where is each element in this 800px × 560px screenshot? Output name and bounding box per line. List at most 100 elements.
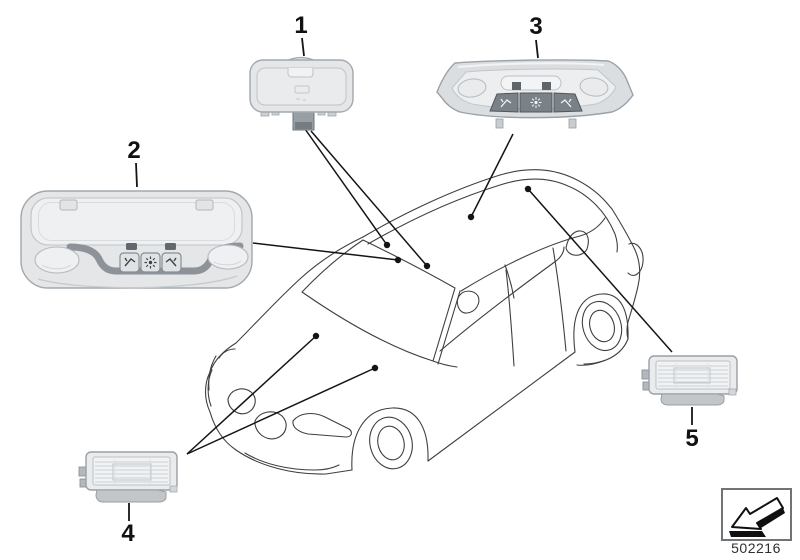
part3-sensor-tab-left — [512, 82, 521, 90]
part2-lens-left-line — [41, 264, 72, 270]
doc-number-text: 502216 — [731, 540, 781, 556]
leader-dot-3 — [467, 213, 475, 221]
reading-light-left-icon — [500, 98, 512, 108]
leader-part5 — [527, 188, 673, 353]
callout-label-3[interactable]: 3 — [529, 13, 542, 40]
car-headlight — [292, 412, 352, 438]
part-thumbnail-5[interactable] — [641, 355, 738, 406]
part-thumbnail-2[interactable] — [20, 190, 253, 289]
reading-light-left-button[interactable] — [489, 92, 519, 113]
part3-lens-right — [579, 77, 609, 97]
leader-part1-a — [304, 128, 388, 246]
part5-notch — [728, 388, 737, 396]
reading-light-left-icon — [124, 257, 136, 267]
car-fender-detail-3 — [218, 348, 236, 359]
part4-lens-inner — [112, 463, 152, 481]
dome-light-icon — [530, 97, 542, 108]
part4-lens — [92, 456, 171, 486]
part1-marks — [296, 98, 306, 101]
car-rear-window-edge — [595, 204, 618, 253]
part2-lens-right — [207, 244, 249, 270]
part1-lens-tab — [287, 68, 314, 78]
leader-part4-a — [186, 335, 317, 455]
part3-lens-pill — [500, 75, 562, 91]
leader-lines — [186, 128, 673, 455]
part2-sensor-tab-right — [165, 243, 176, 250]
car-windshield — [301, 239, 456, 362]
car-a-pillar-inner — [437, 290, 461, 365]
leader-dot-5 — [524, 185, 532, 193]
callout-label-1[interactable]: 1 — [294, 12, 307, 39]
doc-number-stamp: 502216 — [721, 488, 792, 556]
part5-base — [660, 393, 725, 406]
car-roofline — [362, 169, 641, 340]
part3-sensor-tab-right — [542, 82, 551, 90]
reading-light-right-icon — [165, 257, 177, 267]
car-front-wheel — [369, 416, 413, 470]
part-thumbnail-3[interactable] — [436, 59, 634, 129]
car-rear-wheel — [581, 300, 623, 352]
reading-light-right-button[interactable] — [553, 92, 583, 113]
part1-connector-pins — [295, 122, 312, 129]
part4-notch — [169, 485, 178, 493]
part3-buttons[interactable] — [489, 92, 583, 113]
car-mirror — [456, 290, 480, 314]
car-illustration — [204, 169, 644, 475]
part3-pin-left — [495, 118, 504, 129]
part2-bottom-shade — [37, 275, 238, 289]
reading-light-left-button[interactable] — [119, 252, 140, 273]
car-taillight — [627, 242, 644, 276]
car-kidney-grille-right — [254, 411, 287, 440]
leader-dot-1a — [383, 241, 391, 249]
part-thumbnail-4[interactable] — [78, 451, 178, 503]
part2-sensor-tab-left — [126, 243, 137, 250]
part3-top-highlight — [457, 62, 605, 68]
leader-dot-1b — [423, 262, 431, 270]
car-rocker-line — [427, 351, 576, 462]
part5-lens-ribs — [658, 363, 728, 388]
part2-clip-right — [195, 199, 214, 211]
car-front-door-seam — [505, 269, 515, 367]
callout-label-5[interactable]: 5 — [685, 425, 698, 452]
callout-label-2[interactable]: 2 — [127, 137, 140, 164]
part2-recess-inner-line — [38, 202, 235, 241]
part2-buttons[interactable] — [119, 252, 182, 273]
direction-arrow-icon — [729, 497, 785, 537]
car-fender-detail-2 — [208, 355, 217, 391]
car-b-pillar — [504, 264, 515, 299]
car-front-bumper — [204, 371, 353, 475]
leader-dot-2 — [394, 256, 402, 264]
callout-tick-3 — [535, 39, 539, 59]
car-cowl-extension — [432, 360, 458, 368]
part5-lens-inner — [673, 367, 711, 384]
callout-tick-1 — [301, 37, 305, 57]
part2-clip-left — [59, 199, 78, 211]
part3-pin-right — [568, 118, 577, 129]
car-rear-door-seam — [552, 247, 567, 352]
dome-light-icon — [144, 256, 157, 269]
part2-lens-right-line — [213, 260, 242, 266]
car-quarter-window — [565, 230, 589, 256]
part3-lens-left — [457, 78, 487, 98]
part5-lens — [655, 360, 731, 390]
leader-part3 — [470, 133, 514, 218]
reading-light-right-button[interactable] — [161, 252, 182, 273]
part1-center-detail — [294, 85, 310, 94]
car-roof-seam — [367, 178, 597, 245]
car-rear-bumper-crease — [576, 359, 607, 366]
car-side-window-top — [460, 217, 606, 292]
part-thumbnail-1[interactable] — [249, 56, 354, 131]
leader-dot-4a — [312, 332, 320, 340]
leader-dot-4b — [371, 364, 379, 372]
car-fender-detail-1 — [207, 369, 213, 407]
reading-light-right-icon — [560, 98, 572, 108]
leader-part4-b — [186, 367, 376, 455]
callout-label-4[interactable]: 4 — [121, 520, 135, 547]
car-front-wheel-arch — [351, 407, 429, 471]
leader-part2 — [252, 242, 399, 261]
car-lower-intake — [244, 452, 340, 471]
callout-tick-2 — [135, 162, 138, 188]
car-rear-wheel-arch — [573, 293, 629, 353]
